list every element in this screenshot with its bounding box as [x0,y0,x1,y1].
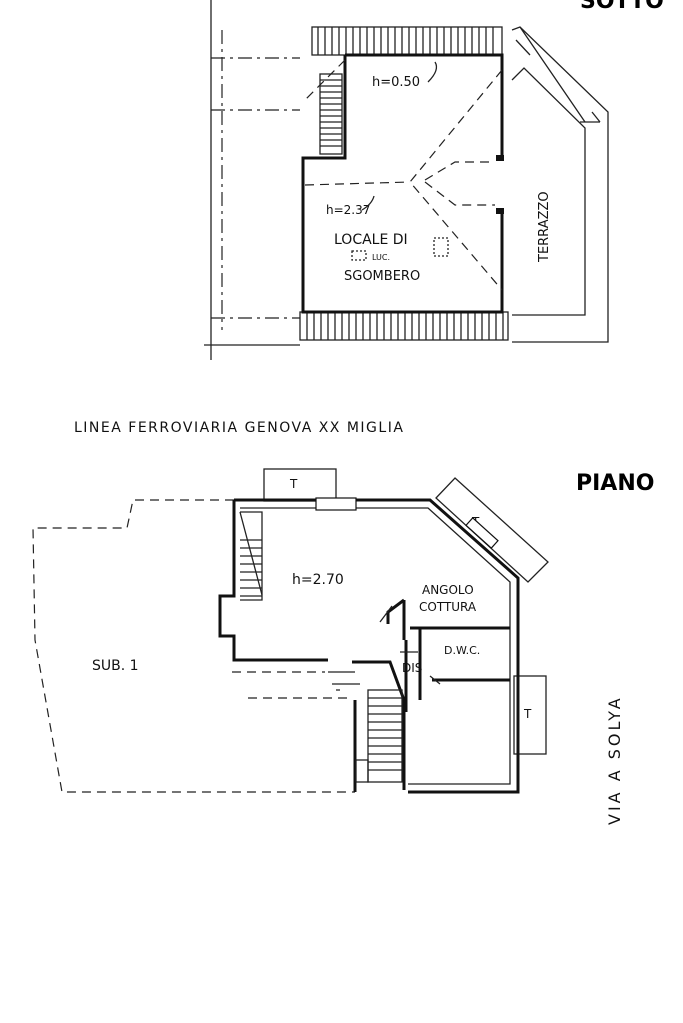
upper-floor-plan: SOTTO h=0.50 h=2. [204,0,664,360]
window [465,517,499,549]
height-label-top: h=0.50 [372,75,420,90]
lower-stairs-lower [352,660,406,790]
skylight-icon [433,237,449,257]
lower-height-label: h=2.70 [292,572,344,588]
leader-line [361,195,375,211]
upper-floor-title: SOTTO [580,0,664,14]
skylight-icon [351,250,367,261]
upper-room-walls [301,53,504,314]
door-swing [379,605,441,685]
dashed-threshold [232,671,352,699]
neighbour-outline [211,30,300,330]
lower-outer-walls [218,498,520,794]
kitchen-label-line1: ANGOLO [422,583,474,597]
balcony-mark-top: T [289,477,298,491]
sub1-label: SUB. 1 [92,658,139,674]
roof-ridge-lines [304,59,503,291]
roof-hatch-bottom [299,311,509,341]
street-label: VIA A SOLYA [605,695,624,825]
kitchen-label-line2: COTTURA [419,600,477,614]
window [315,497,357,511]
wc-label: D.W.C. [444,644,480,657]
terrace-outline [511,26,609,343]
terrace-detail [515,39,601,123]
room-label-mark: LUC. [372,253,390,262]
sub1-outline [32,499,355,793]
upper-stairs [319,73,343,155]
balcony-diagonal [435,477,549,583]
lower-floor-title: PIANO [576,471,654,496]
room-label-line1: LOCALE DI [334,232,408,248]
lower-stairs-upper [239,511,263,601]
railway-label: LINEA FERROVIARIA GENOVA XX MIGLIA [74,420,404,436]
roof-hatch-top [311,26,503,56]
terrace-label: TERRAZZO [537,191,552,263]
door-mark [328,671,360,691]
leader-line [427,61,438,83]
lower-floor-plan: PIANO SUB. 1 T T T [32,468,654,794]
lower-inner-walls [240,507,511,785]
balcony-right [513,675,547,755]
balcony-top [263,468,337,502]
balcony-mark-right: T [523,707,532,721]
dis-label: DIS [402,661,422,675]
room-label-line2: SGOMBERO [344,269,420,284]
height-label-mid: h=2.37 [326,203,370,217]
